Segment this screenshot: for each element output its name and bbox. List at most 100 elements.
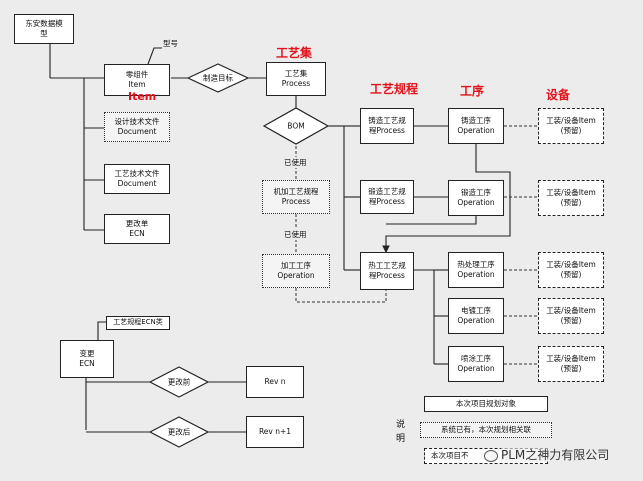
- part-item-box: 零组件 Item: [104, 64, 170, 96]
- forging-plan-box: 锻造工艺规 程Process: [360, 180, 414, 214]
- make-target-diamond: [186, 63, 250, 93]
- heat-op-line1: 热处理工序: [457, 260, 495, 270]
- part-item-line2: Item: [128, 80, 146, 89]
- equipment-box-3-line1: 工装/设备Item: [546, 260, 596, 270]
- design-doc-line1: 设计技术文件: [114, 117, 160, 127]
- after-change-label: 更改后: [167, 427, 191, 437]
- used-label-2: 已使用: [284, 229, 307, 240]
- equipment-box-5-line2: (预留): [560, 364, 582, 373]
- rev-n-text: Rev n: [264, 377, 286, 387]
- equipment-box-1-line2: (预留): [560, 126, 582, 135]
- casting-plan-line1: 铸造工艺规: [368, 116, 406, 126]
- casting-plan-line2: 程Process: [369, 126, 405, 135]
- casting-op-line1: 铸造工序: [461, 116, 491, 126]
- ecn-class-text: 工艺规程ECN类: [113, 318, 163, 327]
- legend-existing-text: 系统已有，本次规划相关联: [441, 425, 531, 435]
- process-doc-box: 工艺技术文件 Document: [104, 164, 170, 194]
- change-ecn-line2: ECN: [79, 359, 95, 368]
- equipment-box-4: 工装/设备Item (预留): [538, 298, 604, 334]
- forging-plan-line2: 程Process: [369, 197, 405, 206]
- equipment-box-4-line2: (预留): [560, 316, 582, 325]
- change-order-box: 更改单 ECN: [104, 214, 170, 244]
- heat-op-line2: Operation: [457, 270, 495, 279]
- rev-n1-box: Rev n+1: [246, 416, 304, 448]
- watermark-text: PLM之神力有限公司: [501, 448, 610, 462]
- heat-plan-line1: 热工工艺规: [368, 261, 406, 271]
- process-set-red-label: 工艺集: [276, 46, 313, 60]
- machining-op-line2: Operation: [277, 271, 315, 280]
- used-label-1: 已使用: [284, 157, 307, 168]
- process-set-box: 工艺集 Process: [266, 62, 326, 96]
- heat-op-box: 热处理工序 Operation: [448, 252, 504, 288]
- heat-plan-box: 热工工艺规 程Process: [360, 252, 414, 290]
- equipment-box-3: 工装/设备Item (预留): [538, 252, 604, 288]
- before-change-label: 更改前: [167, 377, 191, 387]
- process-set-line2: Process: [281, 79, 311, 88]
- part-item-line1: 零组件: [125, 70, 149, 80]
- model-label: 型号: [163, 39, 178, 48]
- bom-label: BOM: [287, 121, 305, 131]
- process-set-line1: 工艺集: [284, 69, 308, 79]
- equipment-box-4-line1: 工装/设备Item: [546, 306, 596, 316]
- equipment-box-1: 工装/设备Item (预留): [538, 108, 604, 144]
- casting-op-box: 铸造工序 Operation: [448, 108, 504, 144]
- rev-n-box: Rev n: [246, 366, 304, 398]
- change-ecn-line1: 变更: [79, 349, 95, 359]
- equipment-box-5-line1: 工装/设备Item: [546, 354, 596, 364]
- equipment-box-2-line1: 工装/设备Item: [546, 188, 596, 198]
- machining-op-box: 加工工序 Operation: [262, 254, 330, 288]
- legend-title-line2: 明: [396, 434, 406, 445]
- change-order-line2: ECN: [129, 229, 145, 238]
- spray-op-box: 喷涂工序 Operation: [448, 346, 504, 382]
- legend-current-text: 本次项目规划对象: [456, 399, 516, 409]
- legend-current-box: 本次项目规划对象: [424, 396, 548, 412]
- item-red-label: Item: [128, 90, 157, 103]
- equipment-box-2: 工装/设备Item (预留): [538, 180, 604, 216]
- change-ecn-box: 变更 ECN: [60, 340, 114, 378]
- change-order-line1: 更改单: [125, 219, 149, 229]
- forging-op-line1: 锻造工序: [461, 188, 491, 198]
- plating-op-line1: 电镀工序: [461, 306, 491, 316]
- before-change-diamond: [148, 366, 210, 398]
- plating-op-box: 电镀工序 Operation: [448, 298, 504, 334]
- design-doc-box: 设计技术文件 Document: [104, 112, 170, 142]
- wechat-icon: [484, 449, 498, 462]
- forging-op-line2: Operation: [457, 198, 495, 207]
- legend-title-line1: 说: [396, 420, 406, 430]
- equipment-box-2-line2: (预留): [560, 198, 582, 207]
- after-change-diamond: [148, 416, 210, 448]
- forging-plan-line1: 锻造工艺规: [368, 187, 406, 197]
- root-model-line1: 东安数据模: [25, 19, 63, 29]
- forging-op-box: 锻造工序 Operation: [448, 180, 504, 216]
- process-doc-line2: Document: [117, 179, 157, 188]
- casting-plan-box: 铸造工艺规 程Process: [360, 108, 414, 144]
- spray-op-line1: 喷涂工序: [461, 354, 491, 364]
- machining-plan-box: 机加工艺规程 Process: [262, 180, 330, 214]
- make-target-label: 制造目标: [203, 73, 233, 83]
- root-model-line2: 型: [40, 29, 48, 38]
- legend-title: 说 明: [396, 418, 405, 447]
- ecn-class-label: 工艺规程ECN类: [106, 316, 170, 330]
- equipment-red-label: 设备: [546, 88, 571, 102]
- machining-plan-line1: 机加工艺规程: [273, 187, 319, 197]
- equipment-box-5: 工装/设备Item (预留): [538, 346, 604, 382]
- bom-diamond: [262, 107, 330, 145]
- legend-reserved-text: 本次项目不: [431, 451, 469, 461]
- operation-red-label: 工序: [460, 84, 485, 98]
- equipment-box-3-line2: (预留): [560, 270, 582, 279]
- plating-op-line2: Operation: [457, 316, 495, 325]
- equipment-box-1-line1: 工装/设备Item: [546, 116, 596, 126]
- watermark: PLM之神力有限公司: [484, 446, 610, 463]
- process-doc-line1: 工艺技术文件: [114, 169, 160, 179]
- process-plan-red-label: 工艺规程: [370, 82, 419, 96]
- machining-plan-line2: Process: [281, 197, 311, 206]
- machining-op-line1: 加工工序: [281, 261, 311, 271]
- rev-n1-text: Rev n+1: [258, 427, 292, 437]
- casting-op-line2: Operation: [457, 126, 495, 135]
- heat-plan-line2: 程Process: [369, 271, 405, 280]
- legend-existing-box: 系统已有，本次规划相关联: [420, 422, 552, 438]
- root-model-box: 东安数据模 型: [14, 14, 74, 44]
- spray-op-line2: Operation: [457, 364, 495, 373]
